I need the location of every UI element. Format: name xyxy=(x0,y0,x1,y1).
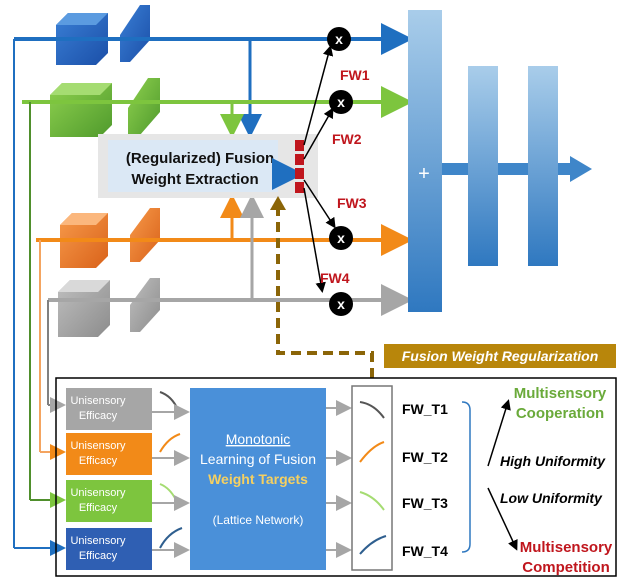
competition-line2: Competition xyxy=(522,559,610,576)
multiply-nodes: x x x x xyxy=(327,27,353,316)
fusion-weight-vector xyxy=(295,140,304,193)
efficacy-to-lattice-arrows xyxy=(152,404,190,558)
multiply-symbol-1: x xyxy=(335,31,343,47)
unisensory-efficacy-orange: Unisensory Efficacy xyxy=(66,433,181,475)
unisensory-efficacy-gray: Unisensory Efficacy xyxy=(66,388,179,430)
ue-gray-line1: Unisensory xyxy=(70,395,126,407)
cooperation-line1: Multisensory xyxy=(514,385,607,402)
target-t4: FW_T4 xyxy=(402,543,448,559)
regularization-path xyxy=(270,196,374,378)
learning-label: Learning of Fusion xyxy=(200,451,316,467)
target-t1: FW_T1 xyxy=(402,401,448,417)
ue-blue-line2: Efficacy xyxy=(79,550,118,562)
multiply-symbol-4: x xyxy=(337,296,345,312)
target-t3: FW_T3 xyxy=(402,495,448,511)
orange-stream xyxy=(36,194,413,460)
uniformity-axis: Multisensory Cooperation High Uniformity… xyxy=(487,385,613,576)
fusion-weight-extraction-box: (Regularized) Fusion Weight Extraction xyxy=(98,134,318,198)
plus-symbol: + xyxy=(418,163,430,185)
multiply-symbol-3: x xyxy=(337,230,345,246)
competition-line1: Multisensory xyxy=(520,539,613,556)
regularization-label: Fusion Weight Regularization xyxy=(402,348,599,364)
extraction-label-line1: (Regularized) Fusion xyxy=(126,150,274,167)
lattice-network-label: (Lattice Network) xyxy=(213,513,304,527)
unisensory-efficacy-blue: Unisensory Efficacy xyxy=(66,527,183,570)
target-t2: FW_T2 xyxy=(402,449,448,465)
extraction-label-line2: Weight Extraction xyxy=(131,171,258,188)
weight-targets-label: Weight Targets xyxy=(208,471,308,487)
lattice-to-target-arrows xyxy=(326,400,352,558)
ue-green-line2: Efficacy xyxy=(79,502,118,514)
unisensory-efficacy-green: Unisensory Efficacy xyxy=(66,480,177,522)
weight-arrows xyxy=(303,45,336,293)
lower-module-frame xyxy=(55,377,617,577)
fw4-label: FW4 xyxy=(320,270,350,286)
targets-bracket xyxy=(461,401,471,553)
target-curves-column xyxy=(351,385,393,571)
fusion-output-bars: + xyxy=(408,10,592,312)
multiply-symbol-2: x xyxy=(337,94,345,110)
high-uniformity-label: High Uniformity xyxy=(500,453,606,469)
low-uniformity-label: Low Uniformity xyxy=(500,490,603,506)
ue-blue-line1: Unisensory xyxy=(70,535,126,547)
ue-gray-line2: Efficacy xyxy=(79,410,118,422)
ue-green-line1: Unisensory xyxy=(70,487,126,499)
ue-orange-line1: Unisensory xyxy=(70,440,126,452)
fw3-label: FW3 xyxy=(337,195,367,211)
fw2-label: FW2 xyxy=(332,131,362,147)
monotonic-lattice-box: Monotonic Learning of Fusion Weight Targ… xyxy=(190,388,326,570)
fw1-label: FW1 xyxy=(340,67,370,83)
ue-orange-line2: Efficacy xyxy=(79,455,118,467)
cooperation-line2: Cooperation xyxy=(516,405,604,422)
green-stream xyxy=(22,78,413,508)
regularization-label-box: Fusion Weight Regularization xyxy=(384,344,616,368)
monotonic-label: Monotonic xyxy=(226,431,291,447)
